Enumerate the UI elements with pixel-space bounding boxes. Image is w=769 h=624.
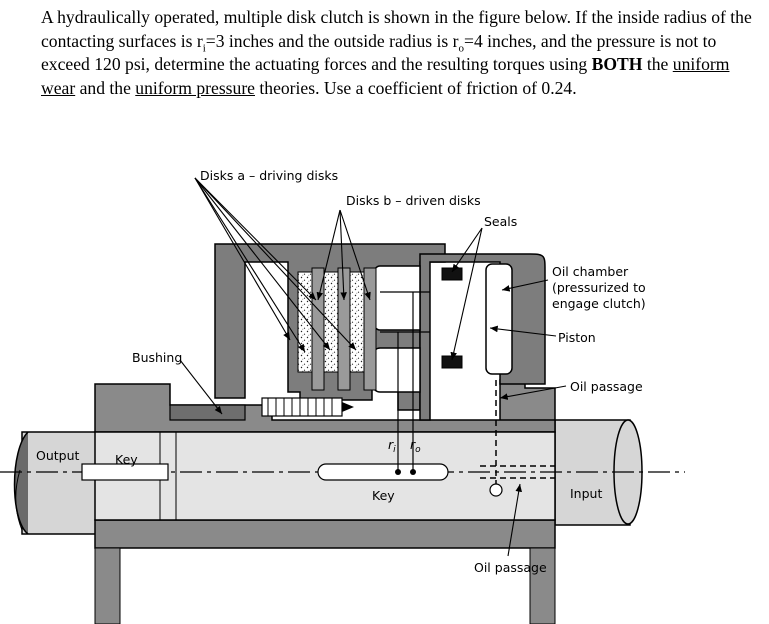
problem-and-the: and the [75, 77, 136, 98]
label-ri-sub: i [393, 445, 396, 455]
label-ro: ro [410, 437, 421, 455]
problem-statement: A hydraulically operated, multiple disk … [41, 6, 756, 100]
problem-tail: theories. Use a coefficient of friction … [254, 77, 577, 98]
bushing [169, 404, 246, 421]
key-center-shape [317, 463, 449, 481]
label-ro-sub: o [415, 445, 421, 455]
label-oil-chamber-1: Oil chamber [552, 264, 629, 279]
label-seals: Seals [484, 214, 517, 229]
label-ri-r: r [388, 437, 394, 452]
output-shaft [13, 431, 103, 535]
label-oil-passage-bottom: Oil passage [474, 560, 547, 575]
label-oil-chamber-2: (pressurized to [552, 280, 646, 295]
bolt [261, 397, 354, 417]
label-input: Input [570, 486, 602, 501]
ri-subscript: i [202, 42, 206, 55]
key-left-shape [81, 463, 169, 481]
label-bushing: Bushing [132, 350, 182, 365]
problem-intro: A hydraulically operated, multiple disk … [41, 7, 752, 51]
problem-the: the [642, 54, 673, 75]
ro-subscript: o [458, 42, 465, 55]
radius-markers [380, 291, 430, 475]
problem-ri-value: =3 inches and the outside radius is r [205, 30, 459, 51]
label-output: Output [36, 448, 80, 463]
label-oil-chamber-3: engage clutch) [552, 296, 646, 311]
problem-ro-value: =4 inches, and the pressure is not to ex… [41, 30, 717, 75]
label-ro-r: r [410, 437, 416, 452]
label-key-left: Key [115, 452, 138, 467]
label-disks-a: Disks a – driving disks [200, 168, 338, 183]
label-disks-b: Disks b – driven disks [346, 193, 481, 208]
label-oil-passage-right: Oil passage [570, 379, 643, 394]
emphasis-both: BOTH [591, 54, 643, 75]
uniform-wear-term: uniform wear [41, 54, 730, 98]
label-ri: ri [388, 437, 396, 455]
uniform-pressure-term: uniform pressure [135, 77, 255, 98]
leader-lines [179, 177, 567, 557]
label-key-center: Key [372, 488, 395, 503]
label-piston: Piston [558, 330, 596, 345]
